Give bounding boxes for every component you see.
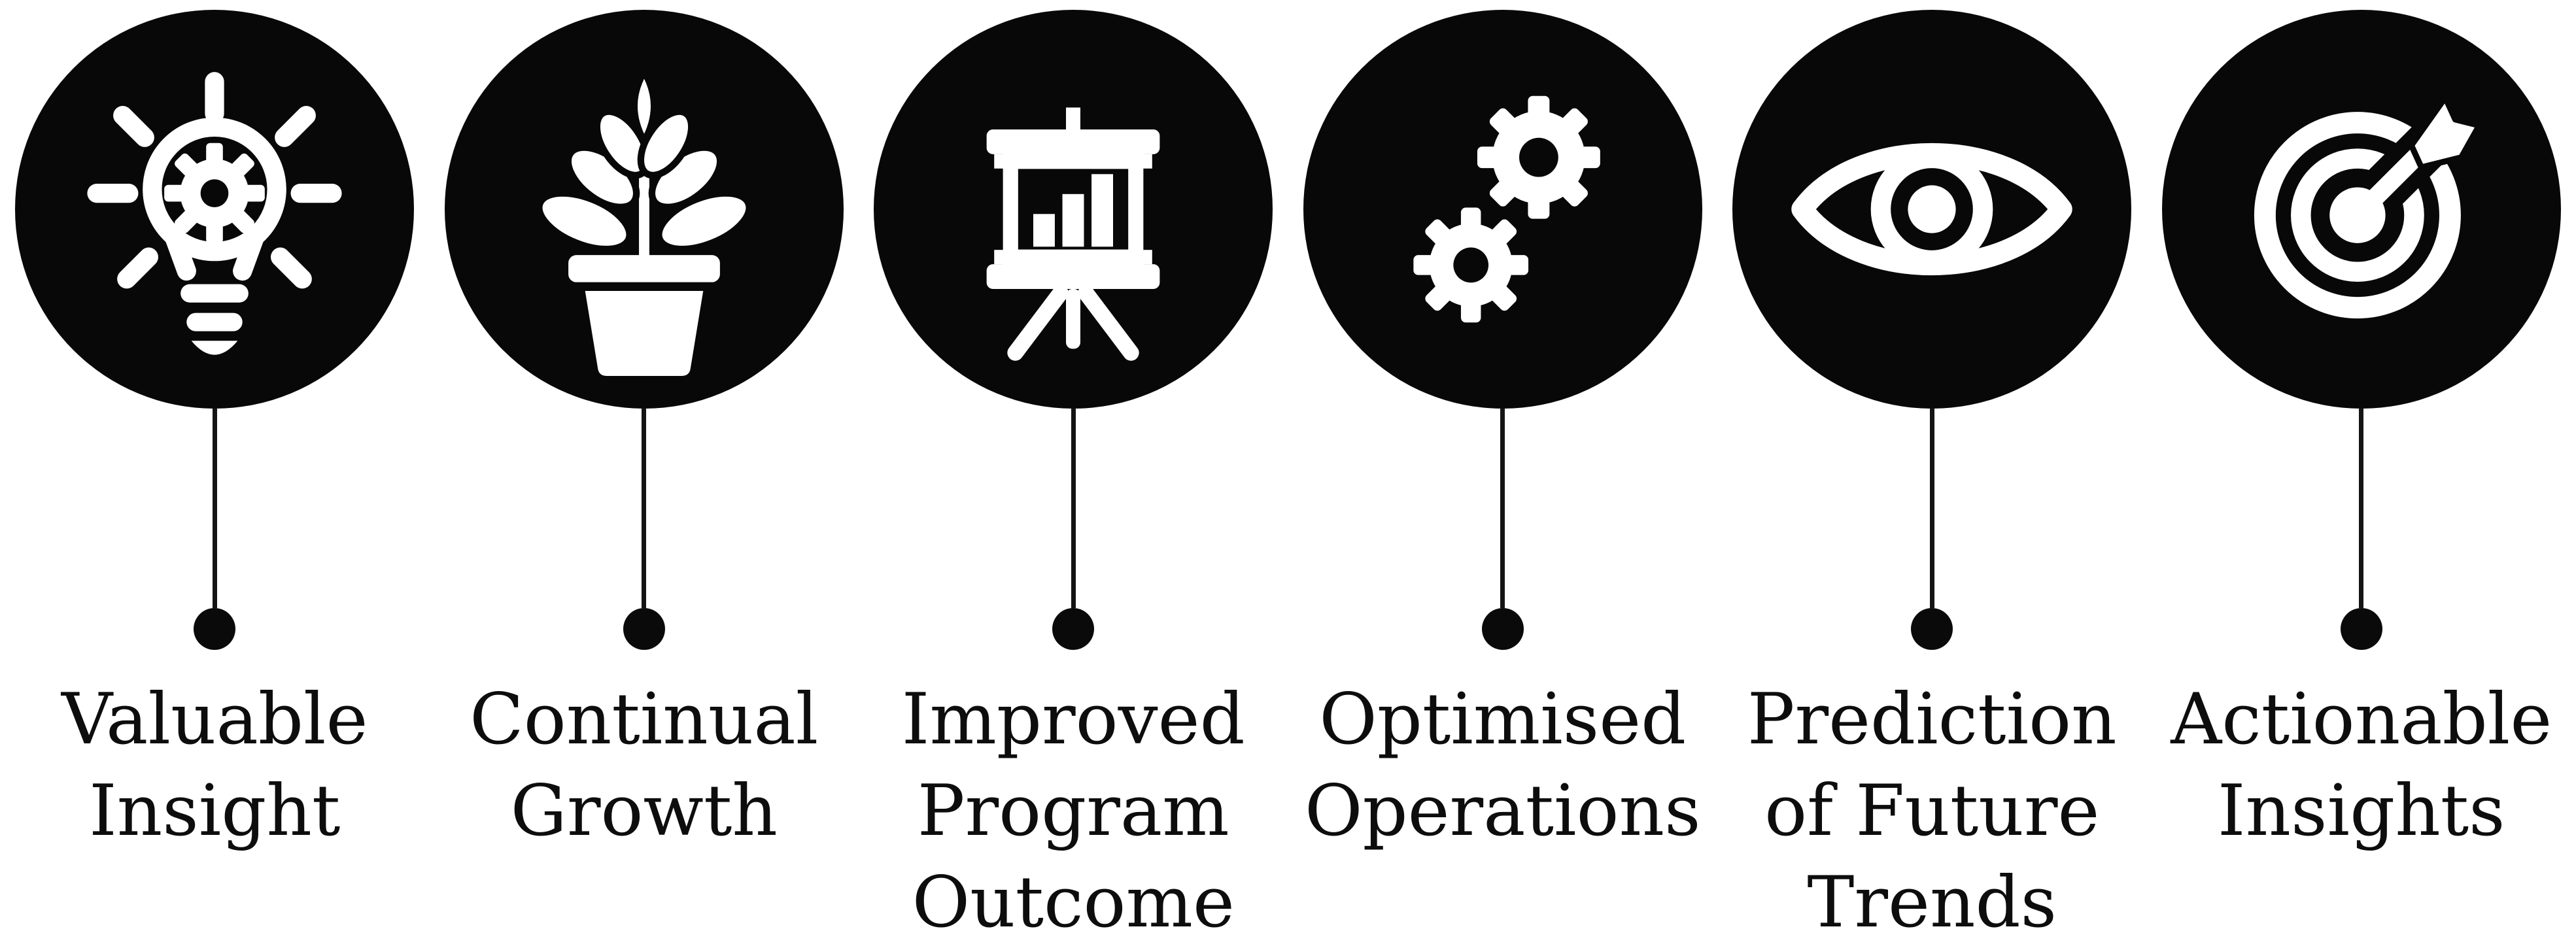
benefit-label: Prediction of Future Trends xyxy=(1747,679,2117,931)
benefit-column-prediction-of-future-trends: Prediction of Future Trends xyxy=(1717,0,2147,931)
benefit-column-valuable-insight: Valuable Insight xyxy=(0,0,430,931)
benefit-column-improved-program-outcome: Improved Program Outcome xyxy=(859,0,1288,931)
connector-line xyxy=(1929,409,1934,608)
connector-line xyxy=(212,409,217,608)
connector-line xyxy=(642,409,647,608)
benefit-label: Improved Program Outcome xyxy=(901,679,1245,931)
connector-dot xyxy=(1481,608,1524,650)
benefit-label: Optimised Operations xyxy=(1304,679,1701,852)
connector-line xyxy=(1071,409,1076,608)
icon-circle xyxy=(1303,10,1702,409)
potted-plant-icon xyxy=(535,65,753,376)
eye-icon xyxy=(1791,143,2072,275)
presentation-chart-icon xyxy=(986,107,1160,361)
gears-icon xyxy=(1413,95,1600,323)
benefit-label: Actionable Insights xyxy=(2171,679,2552,852)
icon-circle xyxy=(15,10,415,409)
connector-dot xyxy=(194,608,236,650)
connector-dot xyxy=(1911,608,1953,650)
icon-circle xyxy=(444,10,844,409)
target-arrow-icon xyxy=(2254,82,2490,319)
benefit-label: Valuable Insight xyxy=(61,679,368,852)
benefit-column-actionable-insights: Actionable Insights xyxy=(2147,0,2576,931)
benefit-label: Continual Growth xyxy=(470,679,819,852)
icon-circle xyxy=(874,10,1273,409)
connector-dot xyxy=(2340,608,2382,650)
icon-circle xyxy=(1732,10,2132,409)
connector-dot xyxy=(623,608,665,650)
icon-circle xyxy=(2161,10,2561,409)
connector-line xyxy=(2359,409,2364,608)
lightbulb-gear-icon xyxy=(87,72,342,355)
connector-dot xyxy=(1052,608,1095,650)
connector-line xyxy=(1500,409,1505,608)
benefit-column-continual-growth: Continual Growth xyxy=(430,0,859,931)
benefit-column-optimised-operations: Optimised Operations xyxy=(1288,0,1718,931)
